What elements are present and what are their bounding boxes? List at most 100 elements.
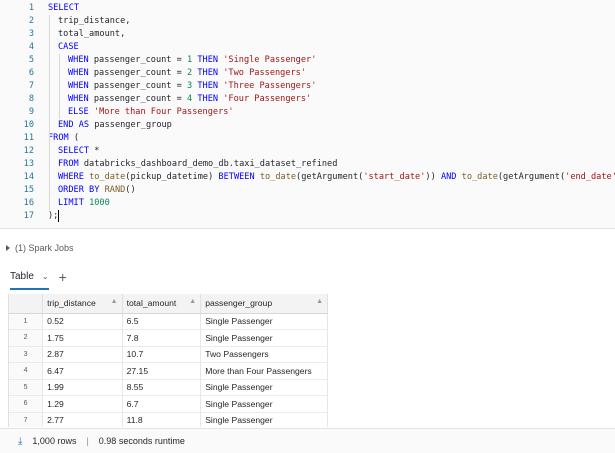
table-cell[interactable]: 27.15	[122, 363, 201, 380]
column-header-total-amount[interactable]: total_amount▲	[122, 294, 201, 313]
code-line[interactable]: 6WHEN passenger_count = 2 THEN 'Two Pass…	[0, 67, 615, 80]
code-editor[interactable]: 1SELECT2trip_distance,3total_amount,4CAS…	[0, 0, 615, 229]
code-text: SELECT *	[58, 145, 99, 158]
table-cell[interactable]: 10.7	[122, 346, 201, 363]
code-line[interactable]: 7WHEN passenger_count = 3 THEN 'Three Pa…	[0, 80, 615, 93]
table-row[interactable]: 61.296.7Single Passenger	[9, 396, 328, 413]
table-cell[interactable]: 6.5	[122, 313, 201, 330]
add-visualization-button[interactable]: +	[59, 270, 67, 284]
table-row[interactable]: 51.998.55Single Passenger	[9, 379, 328, 396]
code-line[interactable]: 16LIMIT 1000	[0, 197, 615, 210]
code-token: THEN	[192, 68, 223, 78]
results-table: trip_distance▲ total_amount▲ passenger_g…	[9, 294, 328, 427]
table-row[interactable]: 46.4727.15More than Four Passengers	[9, 363, 328, 380]
code-token: SELECT	[48, 3, 79, 13]
line-number: 16	[0, 197, 34, 210]
code-line[interactable]: 4CASE	[0, 41, 615, 54]
table-cell[interactable]: 6.47	[43, 363, 123, 380]
table-row[interactable]: 10.526.5Single Passenger	[9, 313, 328, 330]
code-line[interactable]: 15 ORDER BY RAND()	[0, 184, 615, 197]
line-number: 8	[0, 93, 34, 106]
table-row[interactable]: 32.8710.7Two Passengers	[9, 346, 328, 363]
table-cell[interactable]: Two Passengers	[201, 346, 328, 363]
code-token: (getArgument(	[296, 172, 363, 182]
code-token: passenger_count =	[89, 68, 187, 78]
code-line[interactable]: 11FROM (	[0, 132, 615, 145]
line-number: 15	[0, 184, 34, 197]
column-header-trip-distance[interactable]: trip_distance▲	[43, 294, 123, 313]
table-cell[interactable]: Single Passenger	[201, 396, 328, 413]
code-line[interactable]: 17);	[0, 210, 615, 223]
table-cell[interactable]: More than Four Passengers	[201, 363, 328, 380]
code-token: AND	[441, 172, 457, 182]
code-line[interactable]: 5WHEN passenger_count = 1 THEN 'Single P…	[0, 54, 615, 67]
row-index: 7	[9, 412, 43, 427]
line-number: 13	[0, 158, 34, 171]
table-cell[interactable]: 1.75	[43, 330, 123, 347]
table-cell[interactable]: Single Passenger	[201, 313, 328, 330]
code-token: *	[89, 146, 99, 156]
code-text: WHERE to_date(pickup_datetime) BETWEEN t…	[58, 171, 615, 184]
code-text: WHEN passenger_count = 4 THEN 'Four Pass…	[68, 93, 311, 106]
tab-table[interactable]: Table ⌄	[10, 268, 49, 290]
runtime-text: 0.98 seconds runtime	[99, 436, 185, 446]
code-token: passenger_count =	[89, 81, 187, 91]
table-cell[interactable]: Single Passenger	[201, 379, 328, 396]
code-token: RAND	[105, 185, 126, 195]
table-cell[interactable]: 0.52	[43, 313, 123, 330]
line-number: 17	[0, 210, 34, 223]
code-line[interactable]: 9ELSE 'More than Four Passengers'	[0, 106, 615, 119]
results-footer: ⤓ 1,000 rows | 0.98 seconds runtime	[0, 428, 615, 453]
table-cell[interactable]: 7.8	[122, 330, 201, 347]
row-index: 6	[9, 396, 43, 413]
column-header-passenger-group[interactable]: passenger_group▲	[201, 294, 328, 313]
table-cell[interactable]: 8.55	[122, 379, 201, 396]
code-text: END AS passenger_group	[58, 119, 172, 132]
code-line[interactable]: 10END AS passenger_group	[0, 119, 615, 132]
code-line[interactable]: 8 WHEN passenger_count = 4 THEN 'Four Pas…	[0, 93, 615, 106]
code-token: 'Two Passengers'	[223, 68, 306, 78]
table-cell[interactable]: 6.7	[122, 396, 201, 413]
code-token: passenger_count =	[89, 94, 187, 104]
code-line[interactable]: 1SELECT	[0, 2, 615, 15]
sort-icon[interactable]: ▲	[111, 298, 118, 305]
code-token: AS	[79, 120, 89, 130]
table-cell[interactable]: Single Passenger	[201, 412, 328, 427]
indent-guide	[59, 54, 60, 119]
code-text: FROM (	[48, 132, 79, 145]
table-cell[interactable]: 1.29	[43, 396, 123, 413]
table-cell[interactable]: 1.99	[43, 379, 123, 396]
code-line[interactable]: 3total_amount,	[0, 28, 615, 41]
code-token: 'Single Passenger'	[223, 55, 316, 65]
code-token: ORDER BY	[58, 185, 99, 195]
line-number: 6	[0, 67, 34, 80]
table-cell[interactable]: 11.8	[122, 412, 201, 427]
code-token: WHEN	[68, 55, 89, 65]
row-index: 2	[9, 330, 43, 347]
code-token: total_amount,	[58, 29, 125, 39]
table-row[interactable]: 72.7711.8Single Passenger	[9, 412, 328, 427]
table-row[interactable]: 21.757.8Single Passenger	[9, 330, 328, 347]
table-cell[interactable]: 2.87	[43, 346, 123, 363]
chevron-down-icon[interactable]: ⌄	[42, 272, 49, 281]
tab-table-label: Table	[10, 271, 34, 282]
table-cell[interactable]: 2.77	[43, 412, 123, 427]
code-token: to_date	[260, 172, 296, 182]
code-token: FROM	[48, 133, 69, 143]
code-line[interactable]: 13FROM databricks_dashboard_demo_db.taxi…	[0, 158, 615, 171]
code-token: 'end_date'	[565, 172, 615, 182]
sort-icon[interactable]: ▲	[316, 298, 323, 305]
code-token: 'Three Passengers'	[223, 81, 316, 91]
line-number: 9	[0, 106, 34, 119]
code-token: WHEN	[68, 94, 89, 104]
code-token: ()	[125, 185, 135, 195]
download-icon[interactable]: ⤓	[18, 436, 22, 447]
line-number: 12	[0, 145, 34, 158]
sort-icon[interactable]: ▲	[189, 298, 196, 305]
code-text: trip_distance,	[58, 15, 130, 28]
code-line[interactable]: 12 SELECT *	[0, 145, 615, 158]
table-cell[interactable]: Single Passenger	[201, 330, 328, 347]
spark-jobs-toggle[interactable]: (1) Spark Jobs	[6, 243, 74, 253]
code-line[interactable]: 14WHERE to_date(pickup_datetime) BETWEEN…	[0, 171, 615, 184]
code-line[interactable]: 2trip_distance,	[0, 15, 615, 28]
